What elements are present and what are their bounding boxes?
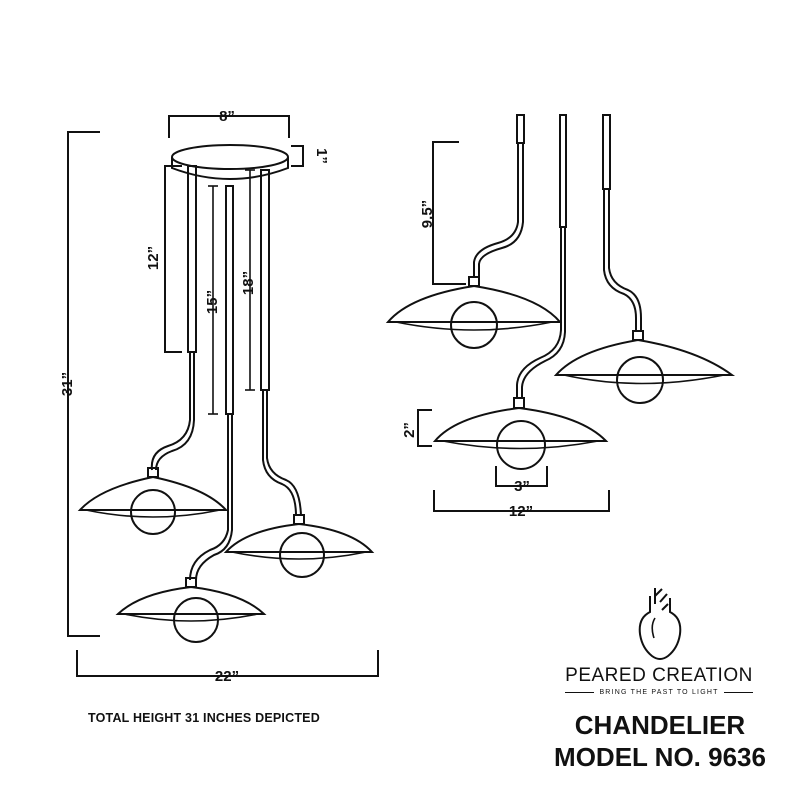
dim-canopy-height: 1” [313, 148, 330, 164]
dim-shade-width: 12” [509, 503, 533, 520]
dim-socket-width: 3” [514, 478, 530, 495]
right-detail-drawing [385, 114, 736, 512]
tagline-rule-right [723, 692, 754, 693]
pear-bulb-logo-icon [638, 588, 682, 660]
brand-tagline: BRING THE PAST TO LIGHT [560, 689, 758, 696]
tagline-text: BRING THE PAST TO LIGHT [599, 689, 719, 696]
dim-canopy-width: 8” [219, 108, 235, 125]
dim-shade-depth: 2” [401, 422, 418, 438]
dim-rod-long: 18” [240, 271, 257, 295]
dim-rod-medium: 15” [204, 290, 221, 314]
total-height-caption: TOTAL HEIGHT 31 INCHES DEPICTED [88, 711, 320, 725]
brand-name: PEARED CREATION [565, 665, 753, 686]
product-model: MODEL NO. 9636 [554, 742, 766, 772]
dim-total-height: 31” [59, 372, 76, 396]
dim-rod-short: 12” [145, 246, 162, 270]
tagline-rule-left [565, 692, 595, 693]
dim-overall-width: 22” [215, 668, 239, 685]
left-chandelier-drawing [67, 115, 379, 677]
dim-gooseneck-height: 9.5” [419, 200, 436, 228]
product-type: CHANDELIER [574, 710, 746, 740]
